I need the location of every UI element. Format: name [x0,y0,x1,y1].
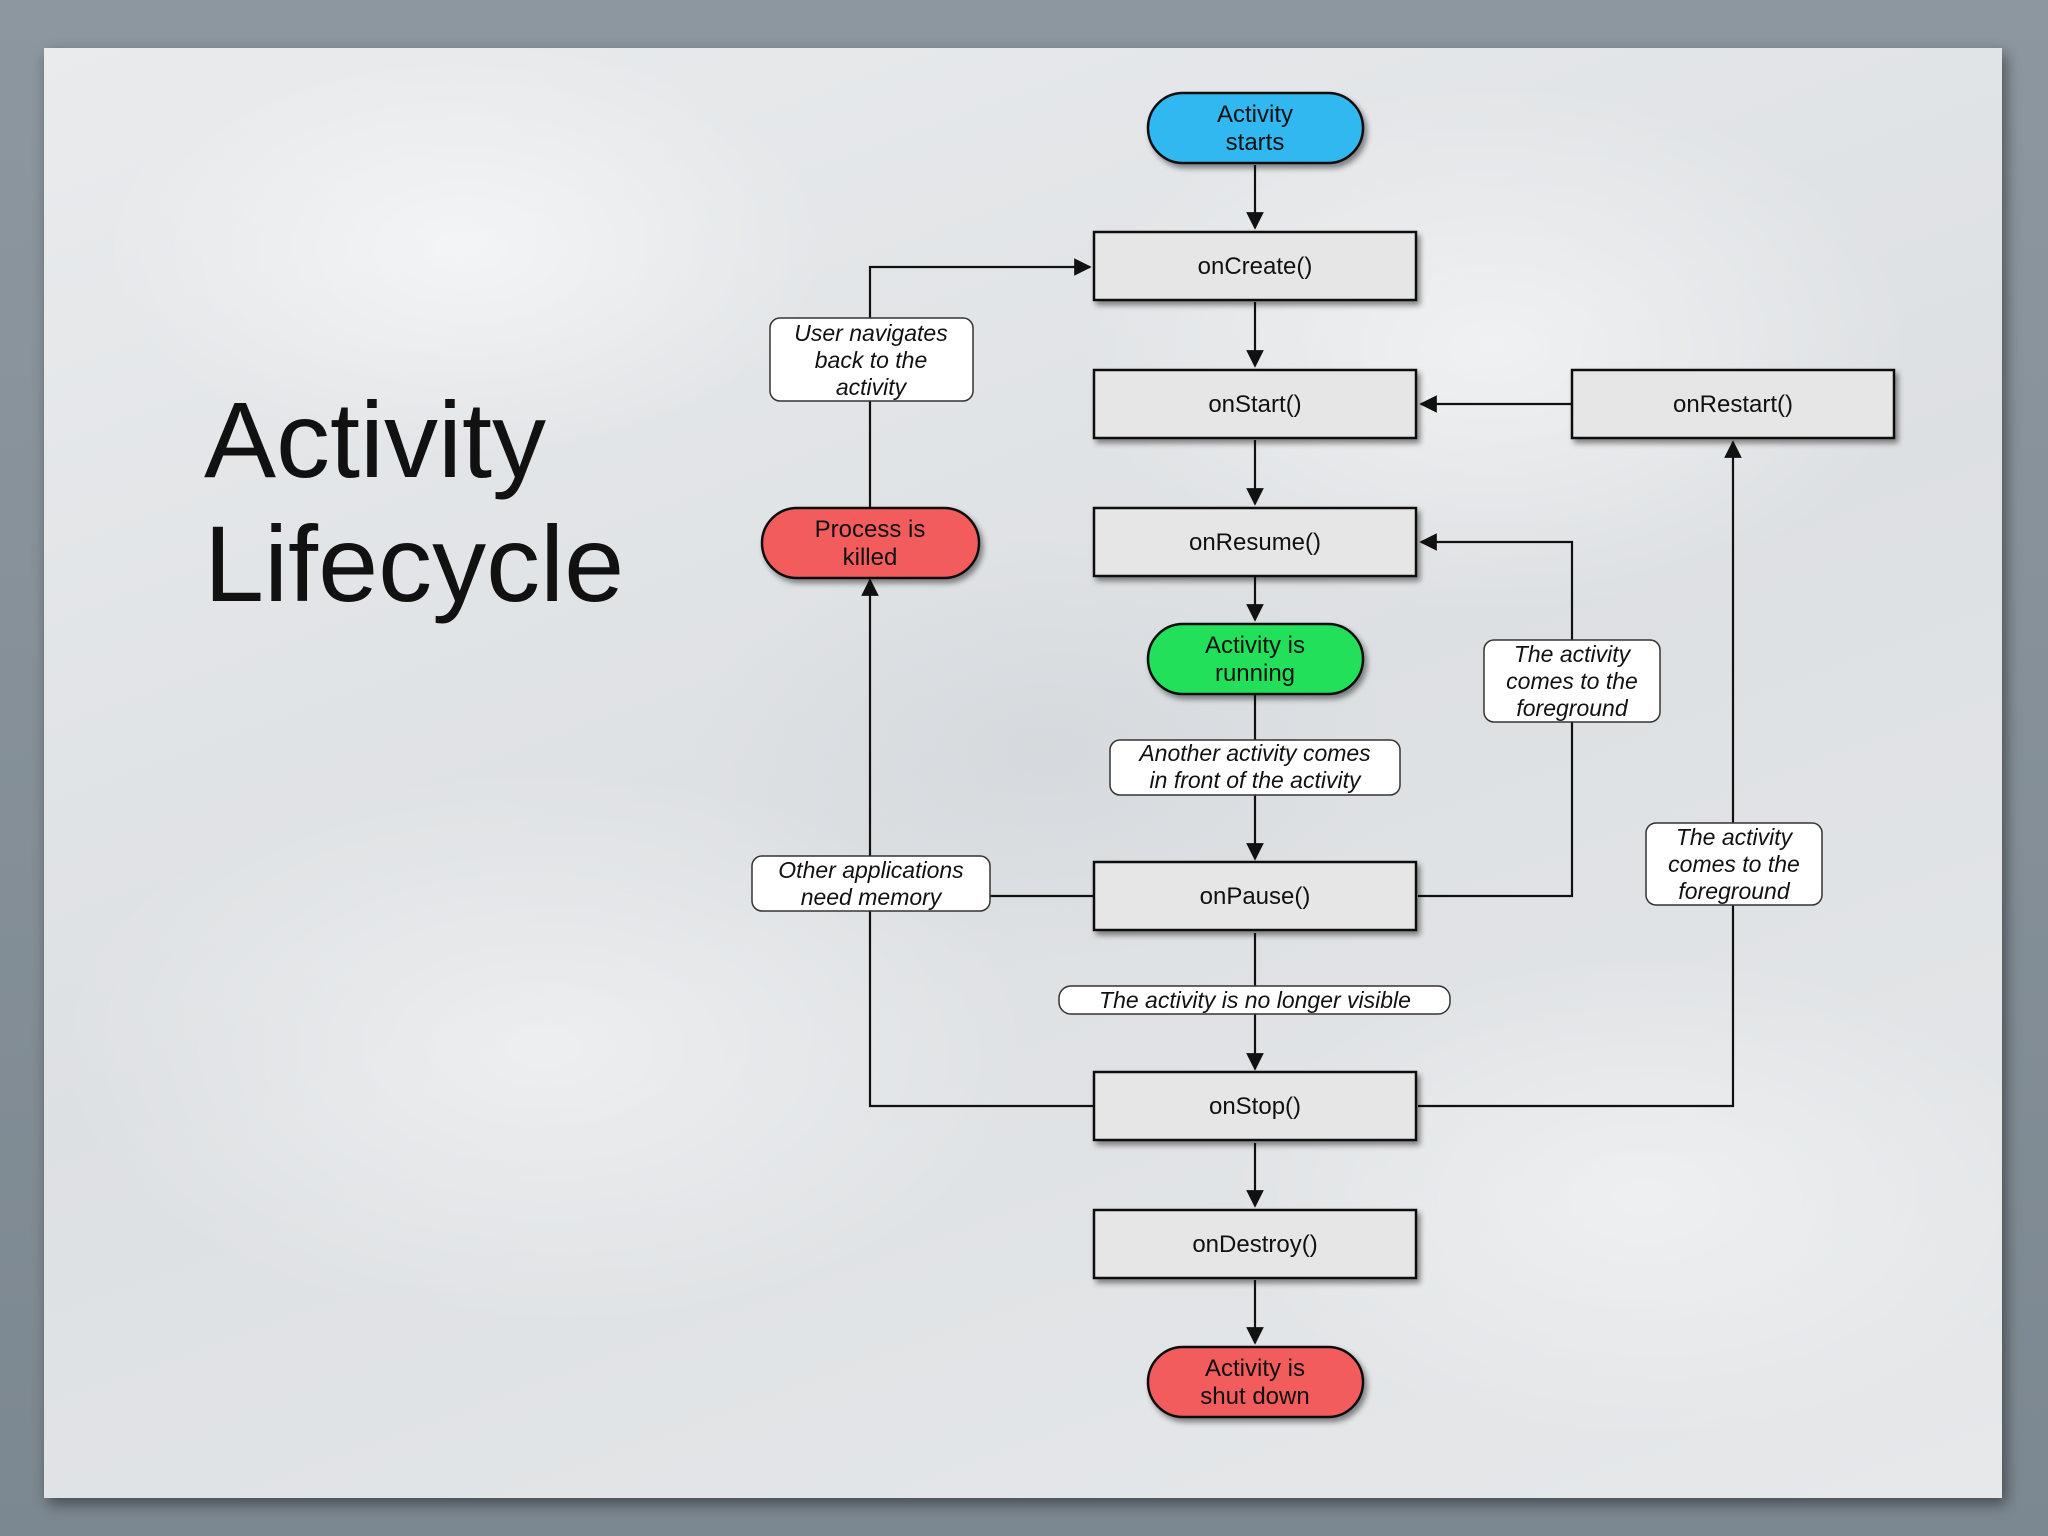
label-other-apps: Other applications need memory [751,855,991,912]
activity-running-line-2: running [1215,660,1295,687]
process-killed-line-1: Process is [815,516,926,543]
label-another-activity-line-2: in front of the activity [1150,767,1362,793]
label-user-navigates-line-1: User navigates [794,320,948,346]
activity-running-node: Activity is running [1146,622,1365,696]
activity-running-line-1: Activity is [1205,632,1305,659]
on-destroy-box: onDestroy() [1092,1208,1418,1280]
title-line-2: Lifecycle [204,503,625,624]
label-foreground-resume-line-3: foreground [1516,695,1628,721]
label-no-longer-visible-text: The activity is no longer visible [1099,987,1411,1013]
label-foreground-restart: The activity comes to the foreground [1645,822,1823,906]
on-restart-box: onRestart() [1570,368,1896,440]
label-another-activity-line-1: Another activity comes [1137,740,1371,766]
title-line-1: Activity [204,379,547,500]
activity-shutdown-line-1: Activity is [1205,1355,1305,1382]
on-stop-box: onStop() [1092,1070,1418,1142]
on-create-box: onCreate() [1092,230,1418,302]
label-other-apps-line-2: need memory [801,884,943,910]
label-user-navigates-line-3: activity [836,374,908,400]
on-start-box: onStart() [1092,368,1418,440]
label-user-navigates-line-2: back to the [815,347,928,373]
arrow-killed-to-create [868,258,1092,508]
activity-starts-node: Activity starts [1146,91,1365,165]
label-foreground-restart-line-1: The activity [1676,824,1794,850]
on-resume-box: onResume() [1092,506,1418,578]
label-foreground-resume: The activity comes to the foreground [1483,639,1661,723]
on-create-label: onCreate() [1198,253,1313,280]
label-foreground-resume-line-2: comes to the [1506,668,1638,694]
activity-starts-line-1: Activity [1217,101,1293,128]
on-pause-box: onPause() [1092,860,1418,932]
label-foreground-restart-line-3: foreground [1678,878,1790,904]
activity-shutdown-line-2: shut down [1200,1383,1309,1410]
label-foreground-resume-line-1: The activity [1514,641,1632,667]
label-user-navigates: User navigates back to the activity [769,317,974,402]
label-another-activity: Another activity comes in front of the a… [1109,739,1401,796]
process-killed-line-2: killed [843,544,898,571]
arrow-stop-to-restart [1418,440,1742,1108]
label-no-longer-visible: The activity is no longer visible [1058,985,1451,1015]
on-restart-label: onRestart() [1673,391,1793,418]
process-killed-node: Process is killed [760,506,981,580]
on-stop-label: onStop() [1209,1093,1301,1120]
on-resume-label: onResume() [1189,529,1321,556]
activity-shutdown-node: Activity is shut down [1146,1345,1365,1419]
on-destroy-label: onDestroy() [1192,1231,1317,1258]
label-other-apps-line-1: Other applications [778,857,964,883]
slide: Activity Lifecycle [44,48,2002,1498]
on-pause-label: onPause() [1200,883,1311,910]
slide-title: Activity Lifecycle [204,378,624,626]
label-foreground-restart-line-2: comes to the [1668,851,1800,877]
activity-starts-line-2: starts [1226,129,1285,156]
on-start-label: onStart() [1208,391,1301,418]
arrow-stop-to-killed [861,578,1094,1108]
